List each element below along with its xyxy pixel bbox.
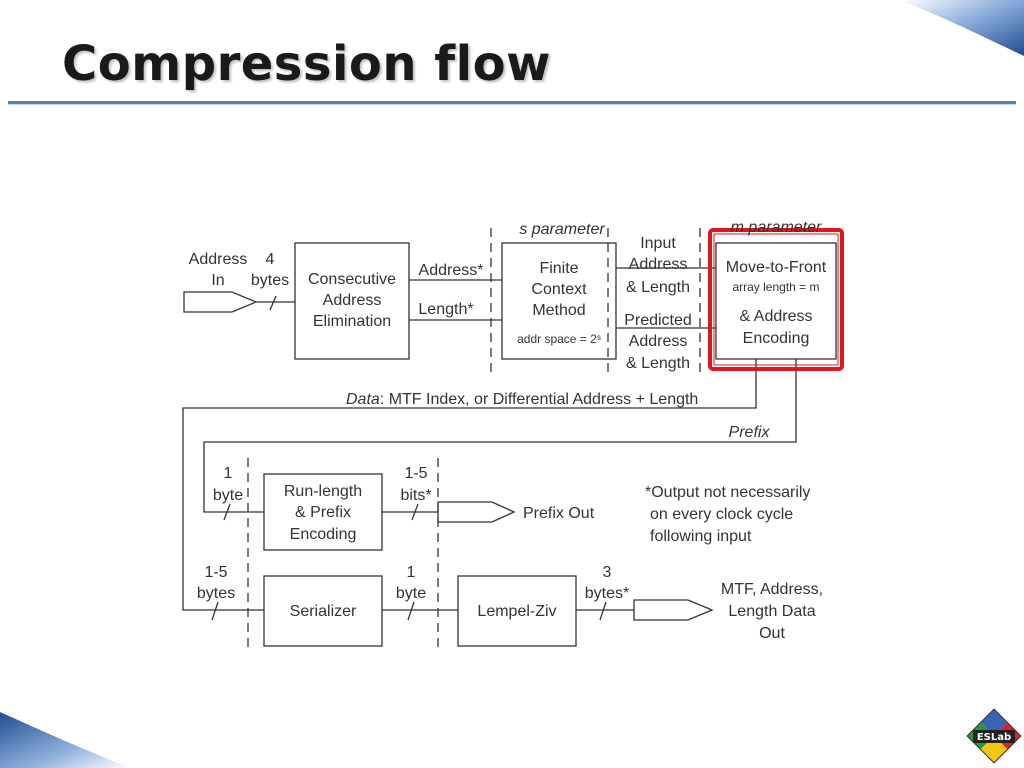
mtf-label: Encoding	[743, 330, 810, 347]
lz-output-width: 3	[603, 564, 612, 581]
bus-slash	[269, 295, 277, 311]
fcm-label: Method	[532, 302, 585, 319]
address-output-label: Address*	[419, 262, 484, 279]
fcm-addr-space-label: addr space = 2ˢ	[517, 332, 601, 346]
lz-input-width: 1	[407, 564, 416, 581]
bus-slash	[599, 601, 607, 621]
move-to-front-box	[715, 242, 837, 360]
address-in-arrow	[183, 291, 258, 313]
fcm-label: Context	[531, 281, 587, 298]
input-width-label: bytes	[251, 272, 289, 289]
predicted-address-label: Address	[629, 333, 688, 350]
prefix-route-label: Prefix	[729, 424, 771, 441]
lz-output-width: bytes*	[585, 585, 629, 602]
serializer-label: Serializer	[290, 603, 357, 620]
serializer-input-width: 1-5	[204, 564, 227, 581]
length-output-label: Length*	[418, 301, 473, 318]
run-length-input-width: 1	[224, 465, 233, 482]
data-out-label: MTF, Address,	[721, 581, 823, 598]
input-address-label: & Length	[626, 279, 690, 296]
s-parameter-label: s parameter	[519, 221, 605, 238]
lz-input-width: byte	[396, 585, 426, 602]
title-underline-shadow	[8, 104, 1016, 105]
data-out-label: Length Data	[728, 603, 815, 620]
cae-label: Consecutive	[308, 271, 396, 288]
corner-swoosh-top-right	[900, 0, 1024, 56]
finite-context-method-box	[501, 242, 617, 360]
consecutive-address-elimination-box	[294, 242, 410, 360]
input-address-label: Address	[629, 256, 688, 273]
mtf-label: Move-to-Front	[726, 259, 827, 276]
logo-text: ESLab	[977, 732, 1011, 743]
address-in-label: Address	[189, 251, 248, 268]
output-footnote: on every clock cycle	[650, 506, 793, 523]
predicted-address-label: Predicted	[624, 312, 692, 329]
serializer-box	[263, 575, 383, 647]
input-address-label: Input	[640, 235, 676, 252]
bus-slash	[411, 503, 419, 521]
cae-label: Elimination	[313, 313, 391, 330]
bus-slash	[223, 503, 231, 521]
predicted-address-label: & Length	[626, 355, 690, 372]
run-length-input-width: byte	[213, 487, 243, 504]
data-out-label: Out	[759, 625, 785, 642]
title-underline	[8, 101, 1016, 104]
highlight-inner-ring	[713, 233, 839, 366]
m-parameter-label: m parameter	[731, 219, 822, 236]
run-length-label: Encoding	[290, 526, 357, 543]
slide-title: Compression flow	[62, 36, 551, 92]
highlight-box	[708, 228, 844, 371]
address-in-label: In	[211, 272, 224, 289]
mtf-array-length-label: array length = m	[732, 280, 819, 294]
data-route-label: Data: MTF Index, or Differential Address…	[346, 391, 698, 408]
prefix-out-label: Prefix Out	[523, 505, 595, 522]
output-footnote: following input	[650, 528, 752, 545]
run-length-output-width: 1-5	[404, 465, 427, 482]
bus-slash	[407, 601, 415, 621]
data-route	[182, 359, 757, 611]
lempel-ziv-box	[457, 575, 577, 647]
fcm-label: Finite	[539, 260, 578, 277]
run-length-label: Run-length	[284, 483, 362, 500]
data-out-arrow	[633, 599, 714, 621]
eslab-logo: ESLab	[966, 708, 1022, 764]
serializer-input-width: bytes	[197, 585, 235, 602]
input-width-label: 4	[266, 251, 275, 268]
bus-slash	[211, 601, 219, 621]
run-length-label: & Prefix	[295, 504, 351, 521]
prefix-route	[203, 359, 797, 513]
mtf-label: & Address	[740, 308, 813, 325]
corner-swoosh-bottom-left	[0, 712, 130, 768]
prefix-out-arrow	[437, 501, 516, 523]
run-length-output-width: bits*	[400, 487, 431, 504]
cae-label: Address	[323, 292, 382, 309]
output-footnote: *Output not necessarily	[645, 484, 810, 501]
lempel-ziv-label: Lempel-Ziv	[477, 603, 556, 620]
